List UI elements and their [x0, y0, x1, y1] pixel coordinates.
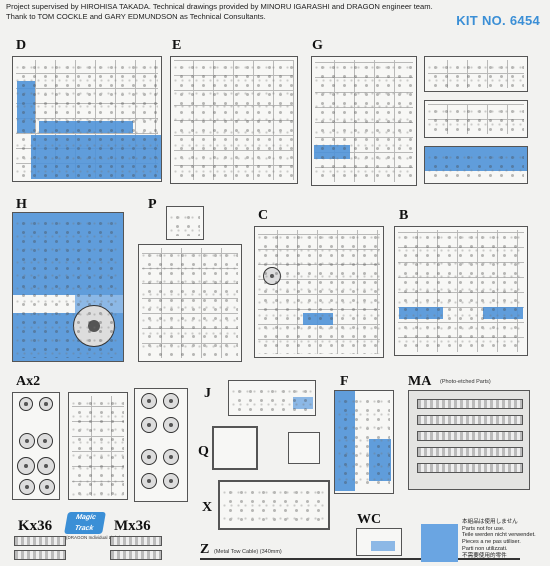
- unused-parts-highlight: [31, 135, 161, 179]
- wheel-part: [163, 473, 179, 489]
- wheel-part: [17, 457, 35, 475]
- sprue-q-hull: [212, 426, 258, 470]
- wheel-part: [263, 267, 281, 285]
- unused-parts-notice: 本組品は使用しません Parts not for use. Teile werd…: [462, 519, 536, 559]
- sprue-g-left: [311, 56, 417, 186]
- notice-line: Pieces a ne pas utiliser.: [462, 539, 521, 546]
- sprue-label-e: E: [172, 38, 182, 53]
- sprue-label-c: C: [258, 208, 269, 223]
- wheel-part: [39, 479, 55, 495]
- wheel-part: [163, 393, 179, 409]
- wheel-part: [19, 397, 33, 411]
- notice-line: Parts not for use.: [462, 525, 505, 532]
- sprue-j: [228, 380, 316, 416]
- wheel-part: [141, 449, 157, 465]
- sprue-f: [334, 390, 394, 494]
- wheel-part: [163, 417, 179, 433]
- notice-line: 本組品は使用しません: [462, 519, 518, 525]
- wheel-part: [141, 393, 157, 409]
- credit-line-2: Thank to TOM COCKLE and GARY EDMUNDSON a…: [6, 12, 266, 21]
- sprue-label-z: Z: [200, 542, 210, 557]
- wheel-part: [163, 449, 179, 465]
- tow-cable-line: [200, 558, 520, 560]
- unused-parts-legend-swatch: [421, 524, 458, 562]
- kit-number: KIT NO. 6454: [456, 13, 540, 28]
- credits: Project supervised by HIROHISA TAKADA. T…: [6, 2, 433, 22]
- unused-parts-highlight: [13, 213, 123, 295]
- sprue-ma-photoetch: [408, 390, 530, 490]
- unused-parts-highlight: [39, 121, 133, 133]
- sprue-g-right-mid: [424, 100, 528, 138]
- wheel-part: [141, 473, 157, 489]
- unused-parts-highlight: [483, 307, 523, 319]
- sprue-label-p: P: [148, 197, 157, 212]
- sprue-g-right-top: [424, 56, 528, 92]
- wheel-part: [19, 479, 35, 495]
- sprue-p-top: [166, 206, 204, 240]
- credit-line-1: Project supervised by HIROHISA TAKADA. T…: [6, 2, 433, 11]
- unused-parts-highlight: [425, 147, 527, 171]
- track-link-k: [14, 550, 66, 560]
- unused-parts-highlight: [17, 81, 35, 133]
- wheel-part: [19, 433, 35, 449]
- magic-track-logo: Magic Track: [64, 512, 106, 534]
- sprue-b: [394, 226, 528, 356]
- wheel-part: [37, 457, 55, 475]
- sprue-a-right: [134, 388, 188, 502]
- unused-parts-highlight: [293, 397, 313, 409]
- sprue-label-h: H: [16, 197, 27, 212]
- sprue-x-hull: [218, 480, 330, 530]
- notice-line: Teile werden nicht verwendet.: [462, 532, 536, 539]
- sprue-g-right-bottom: [424, 146, 528, 184]
- sprue-label-k: Kx36: [18, 518, 53, 534]
- sprue-a-mid: [68, 392, 128, 500]
- sprue-label-ma: MA: [408, 374, 432, 389]
- wheel-part: [141, 417, 157, 433]
- magic-track-caption: (DRAGON Individual Links): [66, 535, 121, 540]
- unused-parts-highlight: [314, 145, 350, 159]
- unused-parts-highlight: [399, 307, 443, 319]
- unused-parts-highlight: [369, 439, 391, 481]
- ma-caption: (Photo-etched Parts): [440, 379, 491, 385]
- sprue-label-d: D: [16, 38, 27, 53]
- sprue-wc: [356, 528, 402, 556]
- track-link-m: [110, 536, 162, 546]
- unused-parts-highlight: [335, 391, 355, 491]
- track-link-m: [110, 550, 162, 560]
- sprue-p: [138, 244, 242, 362]
- sprue-label-ax2: Ax2: [16, 374, 41, 389]
- sprue-c: [254, 226, 384, 358]
- notice-line: 不需要使用的零件: [462, 552, 507, 559]
- wheel-part: [39, 397, 53, 411]
- sprue-e: [170, 56, 298, 184]
- sprue-h: [12, 212, 124, 362]
- sprue-label-g: G: [312, 38, 323, 53]
- z-caption: (Metal Tow Cable) (340mm): [214, 549, 282, 555]
- sprue-q-box: [288, 432, 320, 464]
- sprue-label-q: Q: [198, 444, 209, 459]
- notice-line: Parti non utilizzati.: [462, 545, 508, 552]
- unused-parts-highlight: [303, 313, 333, 325]
- sprue-label-b: B: [399, 208, 409, 223]
- wheel-part: [37, 433, 53, 449]
- sprue-label-f: F: [340, 374, 349, 389]
- sprue-d: [12, 56, 162, 182]
- sprue-a-left: [12, 392, 60, 500]
- sprue-label-m: Mx36: [114, 518, 151, 534]
- sprue-label-j: J: [204, 386, 211, 401]
- wheel-part: [73, 305, 115, 347]
- sprue-label-wc: WC: [357, 512, 382, 527]
- track-link-k: [14, 536, 66, 546]
- sprue-label-x: X: [202, 500, 213, 515]
- unused-parts-highlight: [371, 541, 395, 551]
